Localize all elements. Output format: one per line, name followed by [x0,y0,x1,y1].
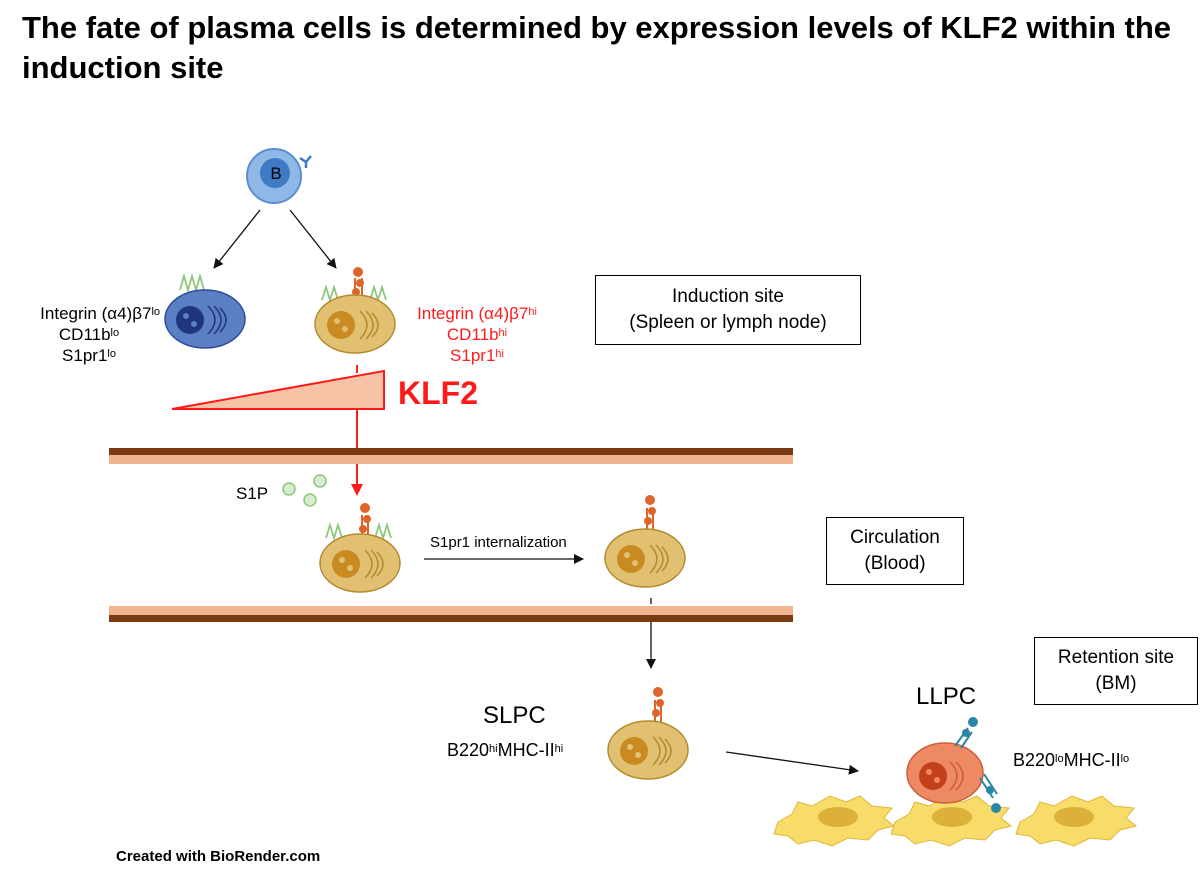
s1p-molecules [282,474,327,507]
klf2-label: KLF2 [398,375,478,411]
left-cd11b-label: CD11b [58,325,111,344]
retention-site-box: Retention site (BM) [1034,637,1198,705]
vessel-top-wall [109,448,793,464]
induction-site-box: Induction site (Spleen or lymph node) [595,275,861,345]
llpc-markers: B220loMHC-IIlo [1013,750,1130,770]
plasma-cell-lo [164,272,246,349]
arrow-to-hi-cell [289,209,337,269]
b-cell-label: B [270,164,281,183]
klf2-gradient-wedge [171,369,385,410]
llpc-label: LLPC [916,683,977,710]
stromal-cells [773,795,1138,847]
vessel-bottom-wall [109,606,793,622]
plasma-cell-hi [314,267,396,354]
arrow-to-lo-cell [213,209,261,269]
left-s1pr1-label: S1pr1 [62,346,108,365]
plasma-cell-circulating [319,503,401,593]
slpc-label: SLPC [483,702,546,729]
internalization-label: S1pr1 internalization [430,534,567,551]
slpc-markers: B220hiMHC-IIhi [447,740,564,760]
right-s1pr1-label: S1pr1 [450,346,496,365]
biorender-credit: Created with BioRender.com [116,848,321,865]
page-title: The fate of plasma cells is determined b… [22,10,1172,85]
b-cell [246,148,312,204]
right-cd11b-label: CD11b [446,325,499,344]
slpc-cell [607,687,689,780]
s1p-label: S1P [236,484,269,503]
circulation-box: Circulation (Blood) [826,517,964,585]
plasma-cell-internalized [604,495,686,588]
right-integrin-label: Integrin (α4)β7 [417,304,529,323]
arrow-to-llpc [725,751,859,775]
right-marker-labels: Integrin (α4)β7hi CD11bhi S1pr1hi [417,304,537,365]
llpc-cell [906,717,1001,813]
left-marker-labels: Integrin (α4)β7lo CD11blo S1pr1lo [40,304,160,365]
left-integrin-label: Integrin (α4)β7 [40,304,152,323]
